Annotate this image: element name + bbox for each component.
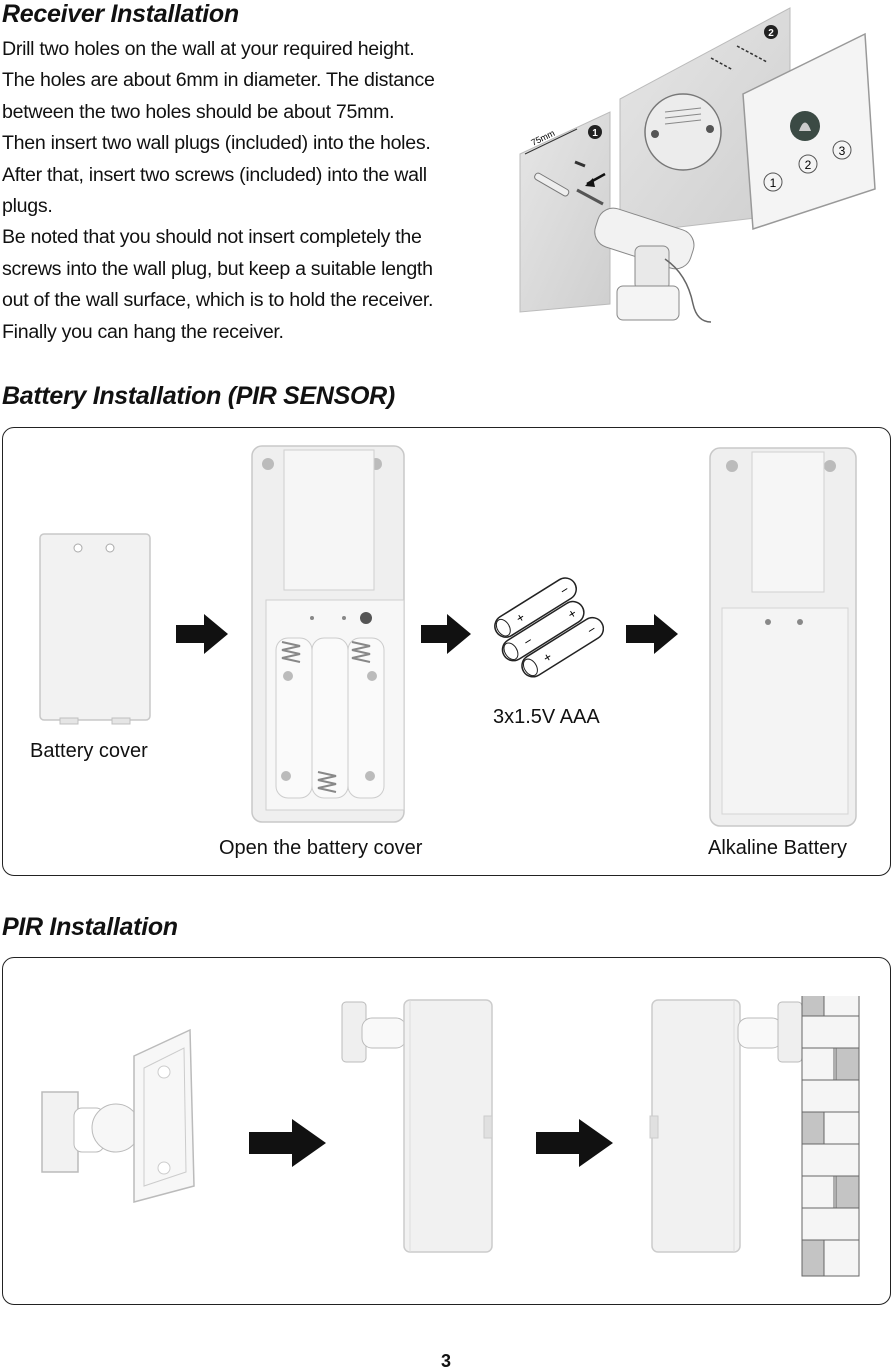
step-badge <box>764 25 778 39</box>
right-arrow-icon <box>626 614 678 654</box>
alkaline-caption: Alkaline Battery <box>708 837 847 859</box>
receiver-instructions: Drill two holes on the wall at your requ… <box>2 34 497 348</box>
wall-plug <box>534 172 570 197</box>
receiver-button-label: 3 <box>839 144 846 158</box>
right-arrow-icon <box>249 1119 326 1167</box>
instruction-line: Be noted that you should not insert comp… <box>2 226 422 249</box>
pir-heading: PIR Installation <box>2 913 178 941</box>
instruction-line: Then insert two wall plugs (included) in… <box>2 132 431 155</box>
page-number: 3 <box>440 1351 451 1371</box>
svg-text:2: 2 <box>768 28 774 39</box>
right-arrow-icon <box>536 1119 613 1167</box>
open-cover-caption: Open the battery cover <box>219 837 423 859</box>
wall-panel <box>519 111 611 313</box>
closed-sensor-image <box>709 447 857 827</box>
receiver-heading: Receiver Installation <box>2 0 239 28</box>
battery-type-caption: 3x1.5V AAA <box>493 706 600 728</box>
pir-bracket-image <box>41 1028 195 1203</box>
open-sensor-image <box>251 445 405 823</box>
right-arrow-icon <box>176 614 228 654</box>
right-arrow-icon <box>421 614 471 654</box>
battery-panel <box>2 427 891 876</box>
instruction-line: Finally you can hang the receiver. <box>2 320 284 343</box>
battery-heading: Battery Installation (PIR SENSOR) <box>2 382 395 410</box>
pir-sensor-with-bracket-image <box>341 999 493 1253</box>
instruction-line: Drill two holes on the wall at your requ… <box>2 38 415 60</box>
battery-cover-image <box>39 533 151 725</box>
instruction-line: screws into the wall plug, but keep a su… <box>2 257 433 280</box>
step-badge <box>588 125 602 139</box>
receiver-button-label: 2 <box>805 158 812 172</box>
pir-sensor-mounted-image <box>649 996 860 1277</box>
pir-panel <box>2 957 891 1305</box>
instruction-line: between the two holes should be about 75… <box>2 100 395 123</box>
instruction-line: After that, insert two screws (included)… <box>2 163 427 186</box>
instruction-line: out of the wall surface, which is to hol… <box>2 289 434 312</box>
receiver-mounting-illustration: 1 2 3 75mm 1 2 <box>519 7 876 323</box>
instruction-line: The holes are about 6mm in diameter. The… <box>2 69 435 92</box>
aaa-batteries-image: + − − + + − <box>494 577 604 678</box>
svg-text:1: 1 <box>592 128 598 139</box>
instruction-line: plugs. <box>2 195 53 218</box>
brick-wall <box>801 996 860 1277</box>
receiver-button-label: 1 <box>770 176 777 190</box>
battery-cover-caption: Battery cover <box>30 740 148 762</box>
